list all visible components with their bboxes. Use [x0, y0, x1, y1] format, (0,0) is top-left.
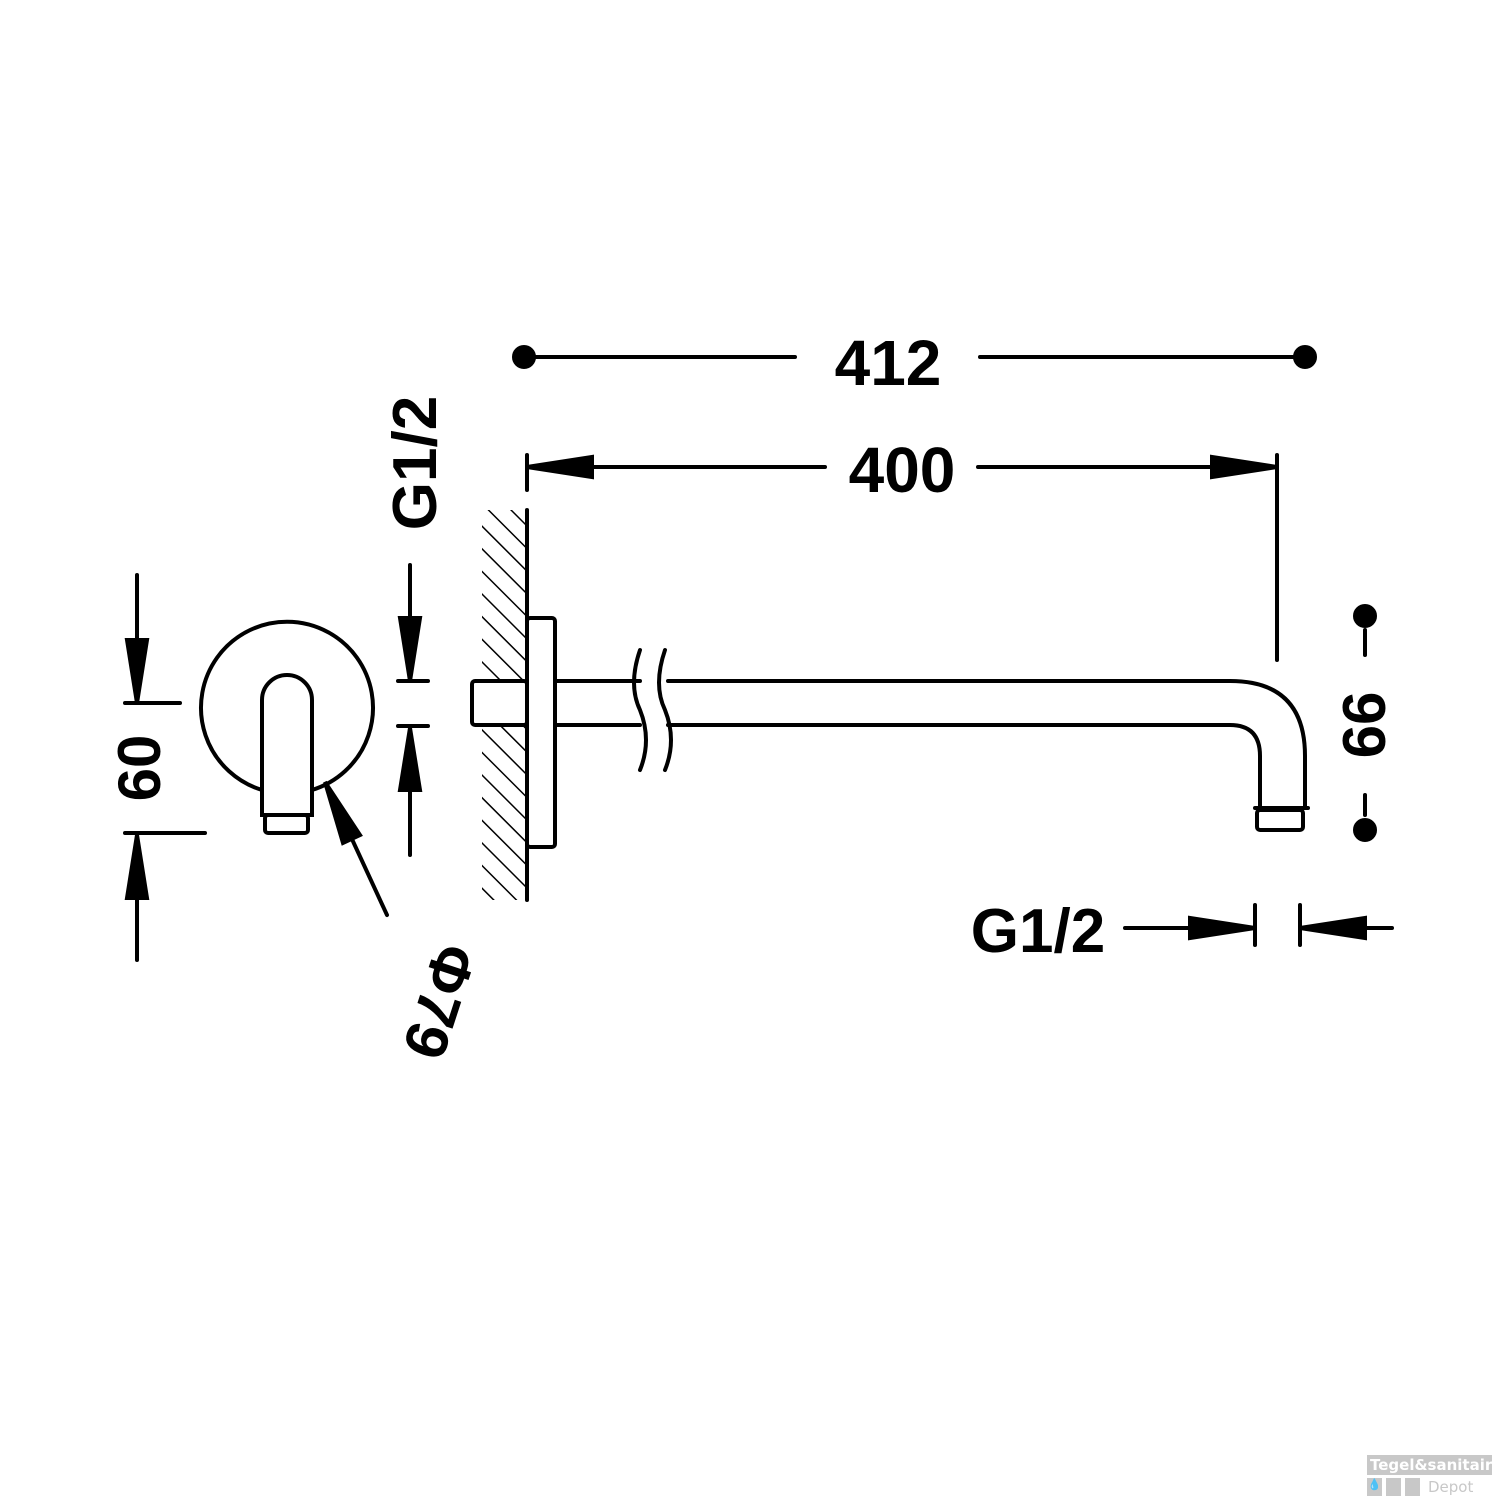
dimension-400 — [525, 453, 1279, 662]
wall-flange — [525, 616, 557, 849]
watermark-line1: Tegel&sanitair — [1367, 1455, 1492, 1475]
wall-connector — [470, 679, 529, 727]
rosette-front-view — [199, 619, 375, 835]
dim-412-label: 412 — [835, 327, 942, 399]
dimension-412 — [512, 345, 1317, 369]
dimension-diameter-leader — [323, 780, 389, 917]
watermark-line2: Depot — [1428, 1478, 1474, 1496]
dimension-99 — [1353, 604, 1377, 842]
dimension-inlet-thread — [396, 563, 430, 857]
dim-60-label: 60 — [106, 735, 173, 802]
dim-diameter-label: Φ79 — [390, 936, 490, 1067]
dimension-outlet-thread — [1123, 903, 1394, 947]
drop-icon: 💧 — [1367, 1478, 1382, 1496]
watermark-square — [1405, 1478, 1420, 1496]
dim-outlet-thread-label: G1/2 — [971, 897, 1105, 966]
dim-inlet-thread-label: G1/2 — [381, 396, 450, 530]
shower-arm — [553, 648, 1310, 832]
dimension-60 — [123, 573, 207, 962]
dim-400-label: 400 — [849, 434, 956, 506]
watermark-logo: Tegel&sanitair 💧 Depot — [1367, 1455, 1492, 1496]
dim-99-label: 99 — [1330, 692, 1397, 759]
watermark-square — [1386, 1478, 1401, 1496]
